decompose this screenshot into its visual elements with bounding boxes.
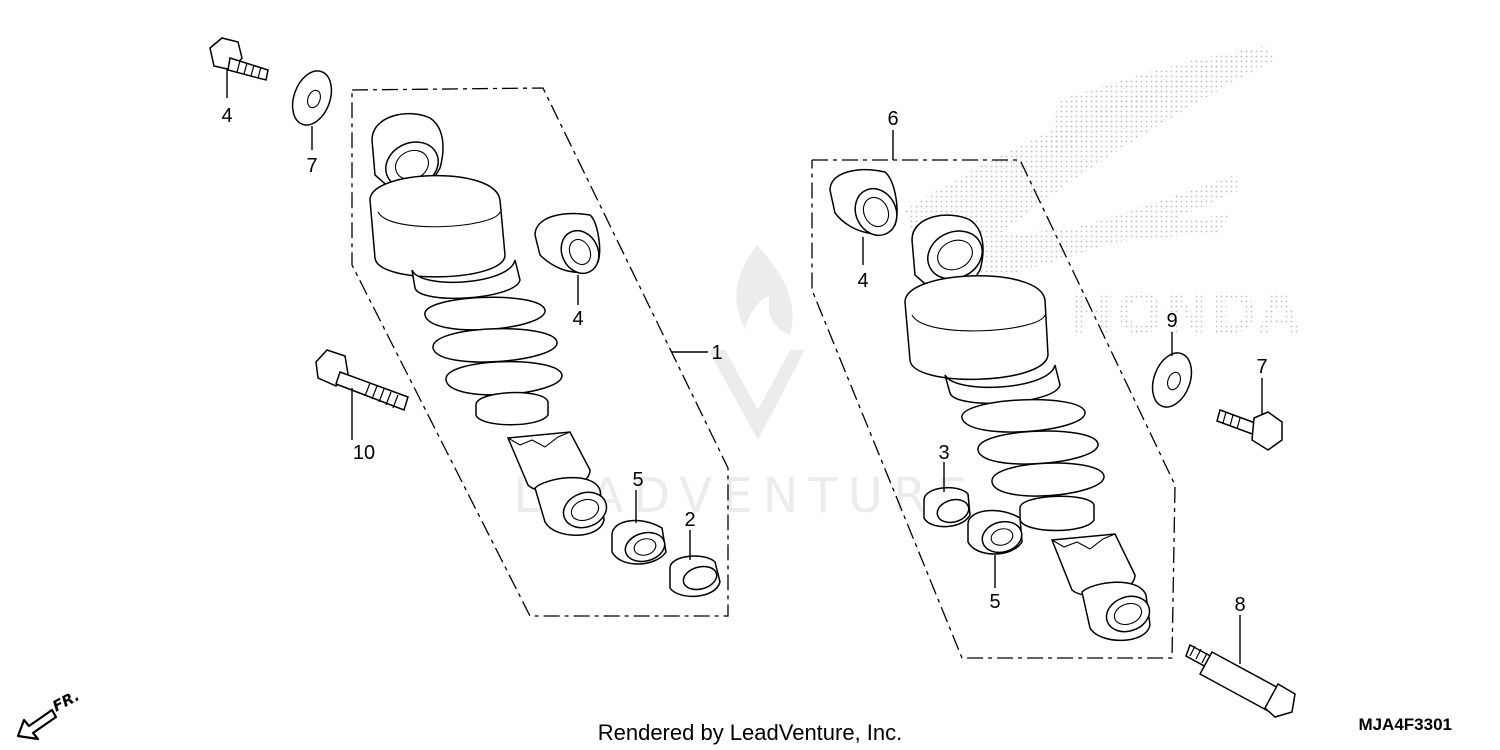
honda-text-watermark: HONDA — [1069, 282, 1301, 347]
flange-bolt-7-right[interactable] — [1216, 409, 1283, 451]
collar-2[interactable] — [669, 555, 721, 598]
callout-label[interactable]: 2 — [684, 509, 695, 531]
front-direction-indicator: FR. — [16, 687, 82, 741]
callout-label[interactable]: 1 — [711, 342, 722, 364]
honda-wing-watermark: HONDA — [905, 45, 1301, 347]
callout-label[interactable]: 5 — [989, 591, 1000, 613]
collar-3[interactable] — [923, 486, 971, 528]
callout-label[interactable]: 4 — [857, 270, 868, 292]
callout-label[interactable]: 3 — [938, 442, 949, 464]
bushing-lower-left[interactable] — [611, 519, 668, 566]
left-shock-absorber[interactable] — [369, 112, 611, 536]
left-assembly-boundary — [351, 87, 729, 617]
right-shock-absorber[interactable] — [904, 214, 1154, 642]
stud-bolt-8[interactable] — [1185, 643, 1296, 718]
leader-lines — [226, 68, 1263, 664]
callout-label[interactable]: 4 — [221, 105, 232, 127]
callout-label[interactable]: 8 — [1234, 594, 1245, 616]
bushing-upper-left[interactable] — [534, 212, 606, 280]
callout-label[interactable]: 9 — [1166, 310, 1177, 332]
washer-9-right[interactable] — [1146, 348, 1199, 413]
leadventure-watermark: LEADVENTURE — [513, 245, 967, 524]
front-label: FR. — [49, 687, 82, 716]
flange-bolt-7-left[interactable] — [209, 37, 269, 81]
diagram-code: MJA4F3301 — [1358, 715, 1452, 734]
callout-label[interactable]: 5 — [632, 469, 643, 491]
right-assembly-boundary — [811, 159, 1176, 659]
callout-label[interactable]: 4 — [572, 308, 583, 330]
flange-bolt-10[interactable] — [315, 349, 409, 411]
credit-text: Rendered by LeadVenture, Inc. — [598, 720, 903, 745]
callout-label[interactable]: 6 — [887, 108, 898, 130]
callout-label[interactable]: 7 — [1256, 356, 1267, 378]
washer-9-left[interactable] — [286, 66, 339, 131]
arrow-down-left-icon — [16, 708, 58, 741]
callout-label[interactable]: 10 — [353, 442, 375, 464]
callout-label[interactable]: 7 — [306, 155, 317, 177]
bushing-upper-right[interactable] — [829, 169, 904, 242]
bushing-lower-right[interactable] — [967, 509, 1025, 556]
